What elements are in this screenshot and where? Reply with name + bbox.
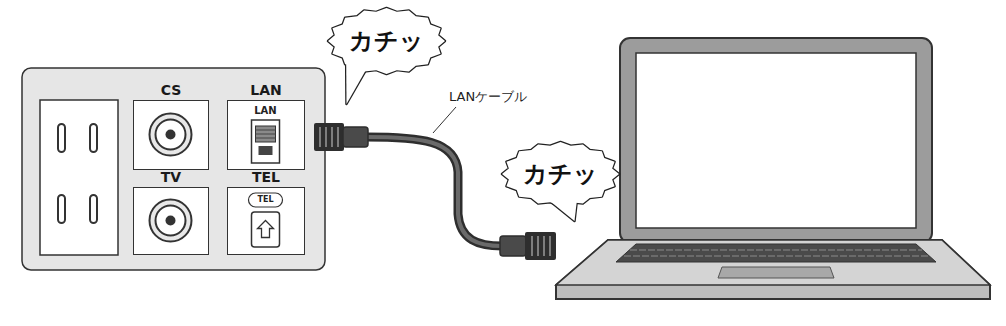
- jack-contact: [256, 130, 276, 131]
- port-box: TV: [133, 167, 209, 255]
- bubble-fill: [551, 201, 576, 221]
- bubble-body: [328, 8, 445, 74]
- laptop-deck: [556, 240, 990, 285]
- plug-ridge: [337, 127, 339, 147]
- plug-ridge: [325, 127, 327, 147]
- lan-plug: [314, 123, 344, 151]
- port-heading: CS: [133, 80, 209, 100]
- bubble-fill: [328, 8, 445, 74]
- key-row: [624, 256, 929, 257]
- jack-slot: [256, 126, 276, 142]
- jack-drawing: [134, 188, 207, 253]
- lan-cable-core: [366, 137, 502, 246]
- outlet-slot: [90, 195, 97, 223]
- plug-ridge: [549, 236, 551, 256]
- jack-contact: [256, 138, 276, 139]
- outlet-slot: [90, 124, 97, 152]
- port-face: LAN: [227, 100, 305, 170]
- coax-socket: [166, 216, 176, 226]
- wall-plate: [22, 68, 325, 270]
- plug-boot: [343, 127, 368, 147]
- plug-ridge: [319, 127, 321, 147]
- port-face: [133, 100, 209, 170]
- port-box: TEL TEL: [227, 167, 305, 255]
- bubble-tail: [551, 201, 576, 221]
- cable-label: LANケーブル: [447, 88, 529, 106]
- jack-tab: [259, 146, 273, 155]
- port-heading: LAN: [227, 80, 305, 100]
- sound-effect: カチッ: [334, 14, 439, 68]
- lan-jack: [252, 120, 280, 163]
- port-box: LAN LAN: [227, 80, 305, 170]
- laptop-screen: [636, 53, 916, 228]
- jack-drawing: [134, 101, 207, 168]
- coax-socket: [150, 200, 192, 242]
- tel-socket: [258, 221, 274, 238]
- speech-bubble: カチッ: [508, 148, 613, 200]
- bubble-fill: [502, 142, 619, 206]
- plug-boot: [500, 236, 526, 256]
- port-heading: TEL: [227, 167, 305, 187]
- tel-oval: [249, 193, 283, 207]
- speech-bubble: カチッ: [334, 14, 439, 68]
- port-heading: TV: [133, 167, 209, 187]
- plug-ridge: [331, 127, 333, 147]
- port-box: CS: [133, 80, 209, 170]
- lan-cable: [366, 137, 502, 246]
- plug-ridge: [537, 236, 539, 256]
- jack-contact: [256, 134, 276, 135]
- bubble-body: [502, 142, 619, 206]
- lan-plug: [525, 232, 556, 260]
- coax-socket: [166, 130, 176, 140]
- jack-label: LAN: [254, 105, 276, 117]
- laptop-base: [556, 240, 990, 299]
- leader-line: [433, 107, 456, 133]
- outlet-slot: [58, 195, 65, 223]
- bubble-fill: [346, 60, 367, 104]
- plug-ridge: [543, 236, 545, 256]
- coax-socket: [156, 206, 186, 236]
- laptop-keyboard: [616, 244, 936, 262]
- power-outlet: [40, 100, 118, 255]
- port-face: TEL: [227, 187, 305, 255]
- plug-ridge: [531, 236, 533, 256]
- coax-socket: [150, 114, 192, 156]
- trackpad: [718, 267, 834, 278]
- tel-jack: [252, 212, 280, 247]
- coax-socket: [156, 120, 186, 150]
- outlet-slot: [58, 124, 65, 152]
- laptop-lid: [620, 38, 932, 243]
- jack-label: TEL: [257, 195, 273, 205]
- key-row: [630, 250, 922, 251]
- sound-effect: カチッ: [508, 148, 613, 200]
- port-face: [133, 187, 209, 255]
